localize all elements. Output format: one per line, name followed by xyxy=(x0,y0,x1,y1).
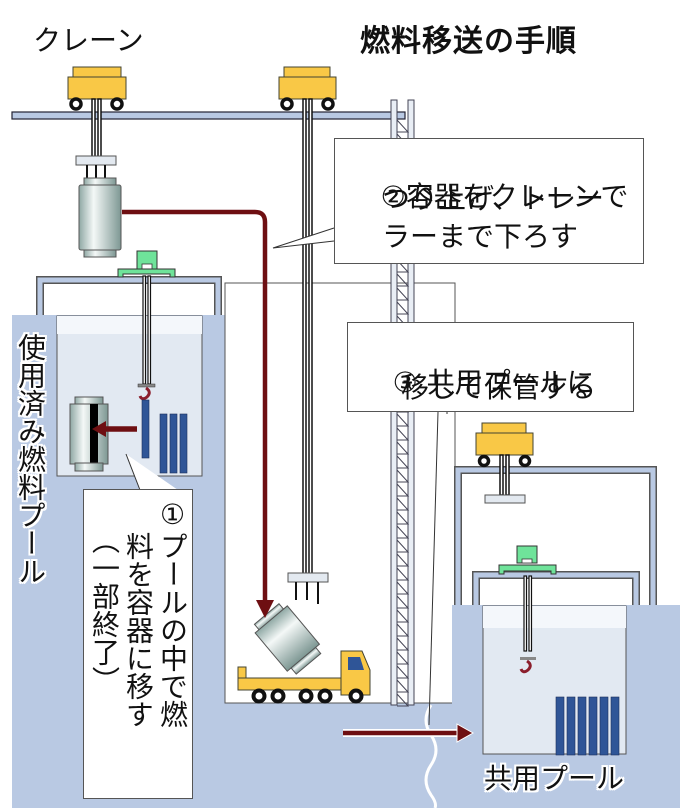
tower-brace-segment xyxy=(396,553,410,567)
arrow-head-down xyxy=(256,600,274,618)
hook-icon xyxy=(138,386,151,401)
crane-trolley-left xyxy=(67,66,127,180)
suspended-cask xyxy=(78,177,122,258)
step-2-line-2: つり上げ、トレー xyxy=(382,182,605,215)
hook-icon xyxy=(519,659,532,674)
step-1-callout: ① プールの中で燃 料を容器に移す （一部終了） xyxy=(83,489,193,799)
truck-window xyxy=(348,657,364,670)
tower-brace-segment xyxy=(396,273,410,287)
step-1-col-1: プールの中で燃 xyxy=(156,532,189,728)
right-crane-trolley xyxy=(475,422,534,504)
step-3-callout: ③ 共用プールに 移して保管する xyxy=(347,322,634,412)
crane-label: クレーン xyxy=(33,24,144,57)
tower-brace-segment xyxy=(396,539,410,553)
step-2-number: ② xyxy=(380,180,406,213)
right-fuel-assemblies xyxy=(555,696,620,756)
tower-brace-segment xyxy=(396,511,410,525)
step-3-line-1: 共用プールに xyxy=(426,366,595,399)
tower-brace-segment xyxy=(396,455,410,469)
tower-brace-segment xyxy=(396,441,410,455)
tower-brace-segment xyxy=(396,469,410,483)
tower-brace-segment xyxy=(396,623,410,637)
step-1-number: ① xyxy=(156,498,189,531)
common-pool-label: 共用プール xyxy=(484,762,625,795)
right-outer-frame xyxy=(454,466,657,605)
tower-brace-segment xyxy=(396,595,410,609)
left-fuel-assemblies xyxy=(141,399,188,474)
step-2-callout: ②容器をクレーンで つり上げ、トレー ラーまで下ろす xyxy=(334,138,644,264)
left-enclosure-frame xyxy=(36,276,222,315)
step-1-col-3: （一部終了） xyxy=(88,526,121,694)
tower-brace-segment xyxy=(396,525,410,539)
tower-brace-segment xyxy=(396,483,410,497)
spent-fuel-pool-label: 使用済み燃料プール xyxy=(14,333,47,585)
crane-trolley-center xyxy=(278,66,337,604)
crane-rail xyxy=(11,111,406,120)
left-pool-air-gap xyxy=(57,316,202,334)
trailer-truck xyxy=(237,650,371,704)
step-2-line-3: ラーまで下ろす xyxy=(382,220,579,253)
tower-brace-segment xyxy=(396,637,410,651)
tower-brace-segment xyxy=(396,413,410,427)
tower-brace-segment xyxy=(396,581,410,595)
transfer-arrows xyxy=(92,209,475,743)
step-2-line-1: 容器をクレーンで xyxy=(405,180,629,213)
tilted-cask xyxy=(253,603,322,675)
tower-brace-segment xyxy=(396,609,410,623)
tower-brace-segment xyxy=(396,301,410,315)
step-3-line-2: 移して保管する xyxy=(401,371,597,404)
common-pool-building xyxy=(452,466,680,808)
tower-brace-segment xyxy=(396,287,410,301)
step-3-number: ③ xyxy=(392,366,418,399)
tower-brace-segment xyxy=(396,567,410,581)
arrow-crane-to-trailer xyxy=(122,209,268,600)
tower-brace-segment xyxy=(396,259,410,273)
tower-brace-segment xyxy=(396,693,410,707)
right-fuel-handling-machine xyxy=(498,545,557,674)
left-fuel-handling-machine xyxy=(117,250,176,401)
diagram-title: 燃料移送の手順 xyxy=(360,24,577,59)
tower-brace-segment xyxy=(396,679,410,693)
truck-wheels xyxy=(251,688,364,704)
tower-brace-segment xyxy=(396,651,410,665)
tower-brace-segment xyxy=(396,119,410,133)
tower-brace-segment xyxy=(396,427,410,441)
right-inner-frame xyxy=(472,571,640,605)
tower-brace-segment xyxy=(396,497,410,511)
step-1-col-2: 料を容器に移す xyxy=(122,532,155,728)
break-line xyxy=(424,704,438,808)
tower-brace-segment xyxy=(396,665,410,679)
